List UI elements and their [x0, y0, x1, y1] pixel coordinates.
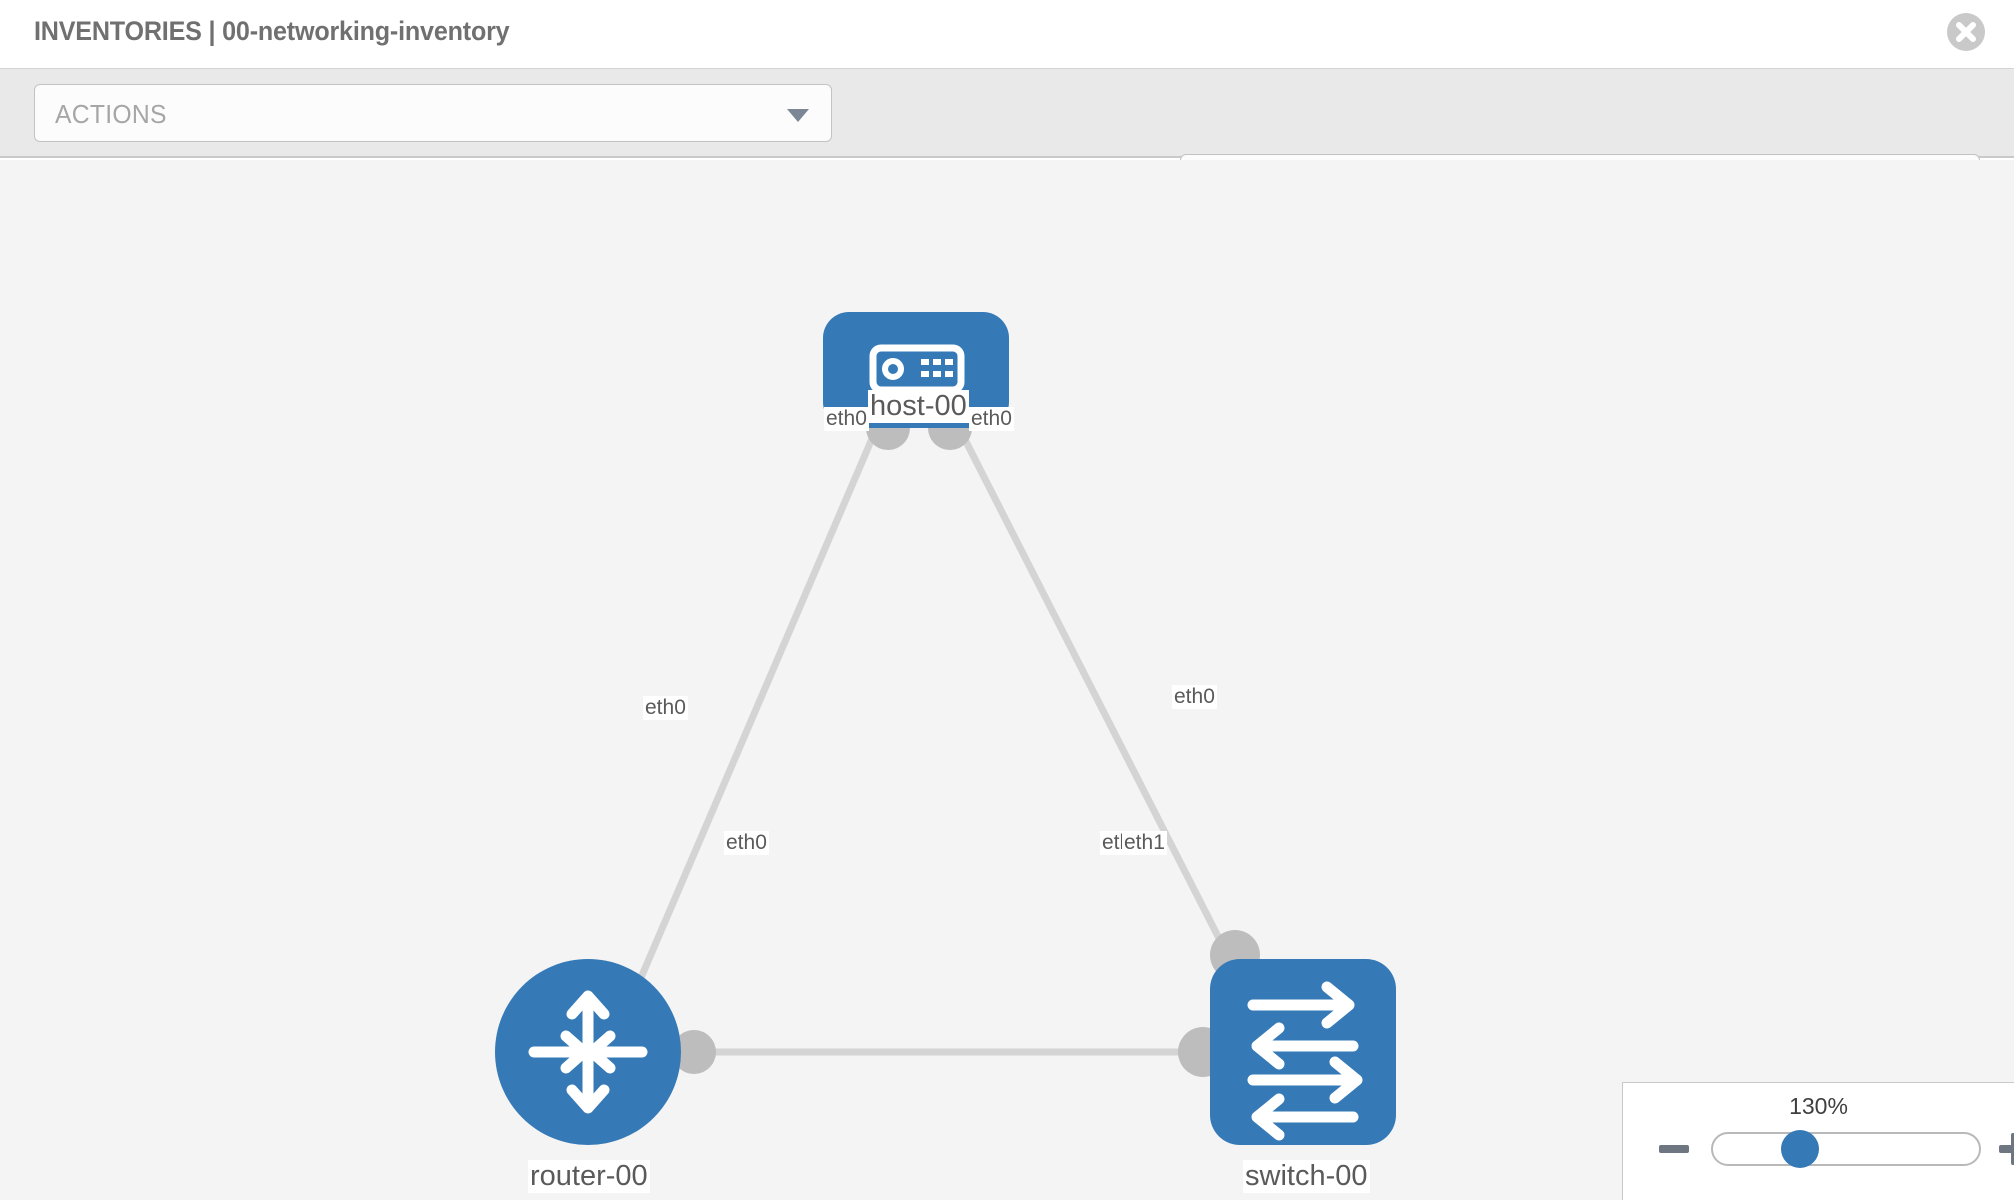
node-switch-00 [1210, 959, 1396, 1145]
edge-label-router-up-eth0: eth0 [643, 696, 688, 720]
node-label-host-00: host-00 [868, 390, 969, 423]
actions-dropdown[interactable]: ACTIONS [34, 84, 832, 142]
edge-host-switch [951, 416, 1234, 964]
zoom-percent-label: 130% [1789, 1093, 1848, 1119]
connector-nub [672, 1030, 716, 1074]
page-header: INVENTORIES | 00-networking-inventory [0, 0, 2014, 68]
close-icon[interactable] [1944, 10, 1988, 54]
actions-dropdown-label: ACTIONS [55, 99, 167, 129]
router-arrows-icon [528, 990, 648, 1114]
edge-label-host-left-eth0: eth0 [824, 407, 869, 431]
edge-label-host-right-eth0: eth0 [969, 407, 1014, 431]
topology-canvas[interactable]: eth0 host-00 eth0 eth0 eth0 eth0 eth0 et… [0, 160, 2014, 1200]
node-label-switch-00: switch-00 [1243, 1160, 1370, 1193]
node-label-router-00: router-00 [528, 1160, 650, 1193]
edge-label-switch-up-eth0: eth0 [1172, 685, 1217, 709]
switch-arrows-icon [1247, 981, 1363, 1141]
page-title: INVENTORIES | 00-networking-inventory [34, 16, 510, 46]
edge-label-router-right-eth0: eth0 [724, 831, 769, 855]
topology-graph [495, 312, 1396, 1145]
chevron-down-icon [787, 109, 809, 122]
zoom-slider-thumb[interactable] [1781, 1130, 1819, 1168]
zoom-out-button[interactable] [1659, 1145, 1689, 1153]
zoom-in-button[interactable] [1999, 1133, 2014, 1165]
node-router-00 [495, 959, 681, 1145]
toolbar: ACTIONS [0, 68, 2014, 212]
zoom-control-panel: 130% [1622, 1082, 2014, 1200]
edge-label-switch-left-eth1: eth1 [1122, 831, 1167, 855]
edge-host-router [636, 416, 884, 984]
zoom-slider-track[interactable] [1711, 1132, 1981, 1166]
